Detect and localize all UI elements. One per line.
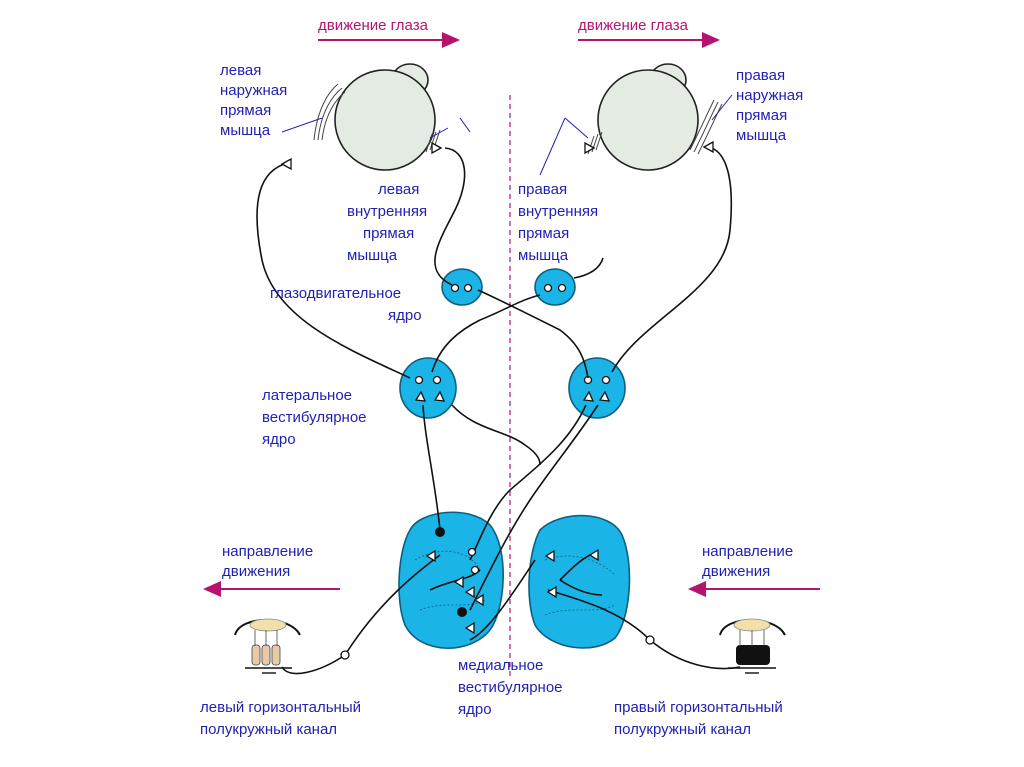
movement-direction-label-right-2: движения bbox=[702, 563, 770, 580]
svg-text:латеральное: латеральное bbox=[262, 387, 352, 404]
eye-movement-label-left: движение глаза bbox=[318, 17, 429, 34]
label-left-canal: левый горизонтальный полукружный канал bbox=[200, 699, 361, 738]
movement-direction-label-left-1: направление bbox=[222, 543, 313, 560]
eye-movement-arrow-right: движение глаза bbox=[578, 17, 720, 48]
pointer-right-medial bbox=[539, 117, 566, 176]
lateral-vestibular-nucleus-right bbox=[568, 357, 626, 419]
label-lateral-vestibular-nucleus: латеральное вестибулярное ядро bbox=[262, 387, 367, 448]
svg-text:левая: левая bbox=[378, 181, 419, 198]
svg-text:медиальное: медиальное bbox=[458, 657, 543, 674]
label-right-medial-rectus: правая внутренняя прямая мышца bbox=[518, 181, 598, 264]
medial-vestibular-nucleus-right bbox=[528, 514, 631, 649]
label-oculomotor-nucleus: глазодвигательное ядро bbox=[270, 285, 422, 324]
oculomotor-nucleus-left bbox=[441, 268, 483, 306]
label-left-lateral-rectus: левая наружная прямая мышца bbox=[220, 62, 287, 139]
svg-text:мышца: мышца bbox=[220, 122, 271, 139]
svg-text:полукружный канал: полукружный канал bbox=[200, 721, 337, 738]
eye-movement-label-right: движение глаза bbox=[578, 17, 689, 34]
svg-text:мышца: мышца bbox=[518, 247, 569, 264]
svg-text:внутренняя: внутренняя bbox=[518, 203, 598, 220]
synapse-markers bbox=[280, 140, 714, 660]
svg-text:мышца: мышца bbox=[347, 247, 398, 264]
svg-text:прямая: прямая bbox=[220, 102, 271, 119]
label-left-medial-rectus: левая внутренняя прямая мышца bbox=[347, 181, 427, 264]
pointer-left-medial-1 bbox=[429, 127, 449, 139]
left-eye bbox=[313, 63, 441, 171]
svg-text:ядро: ядро bbox=[458, 701, 492, 718]
eye-movement-arrow-left: движение глаза bbox=[318, 17, 460, 48]
svg-text:вестибулярное: вестибулярное bbox=[262, 409, 367, 426]
svg-text:левая: левая bbox=[220, 62, 261, 79]
right-eye bbox=[587, 63, 723, 171]
movement-direction-arrow-left: направление движения bbox=[203, 543, 340, 597]
medial-vestibular-nucleus-left bbox=[398, 511, 504, 649]
label-right-canal: правый горизонтальный полукружный канал bbox=[614, 699, 783, 738]
pointer-left-lateral bbox=[281, 117, 323, 133]
oculomotor-nucleus-right bbox=[534, 268, 576, 306]
label-medial-vestibular-nucleus: медиальное вестибулярное ядро bbox=[458, 657, 563, 718]
left-hair-cell-icon bbox=[234, 618, 301, 674]
movement-direction-label-left-2: движения bbox=[222, 563, 290, 580]
svg-text:глазодвигательное: глазодвигательное bbox=[270, 285, 401, 302]
pointer-right-lateral bbox=[711, 94, 733, 121]
svg-text:мышца: мышца bbox=[736, 127, 787, 144]
pointer-left-medial-2 bbox=[459, 117, 471, 133]
svg-text:прямая: прямая bbox=[518, 225, 569, 242]
svg-text:ядро: ядро bbox=[388, 307, 422, 324]
svg-text:вестибулярное: вестибулярное bbox=[458, 679, 563, 696]
lateral-vestibular-nucleus-left bbox=[399, 357, 457, 419]
svg-text:внутренняя: внутренняя bbox=[347, 203, 427, 220]
svg-text:наружная: наружная bbox=[736, 87, 803, 104]
svg-text:прямая: прямая bbox=[363, 225, 414, 242]
svg-text:полукружный канал: полукружный канал bbox=[614, 721, 751, 738]
movement-direction-arrow-right: направление движения bbox=[688, 543, 820, 597]
svg-text:правый горизонтальный: правый горизонтальный bbox=[614, 699, 783, 716]
svg-text:правая: правая bbox=[518, 181, 567, 198]
right-hair-cell-icon bbox=[719, 618, 786, 674]
svg-text:правая: правая bbox=[736, 67, 785, 84]
svg-text:прямая: прямая bbox=[736, 107, 787, 124]
svg-text:ядро: ядро bbox=[262, 431, 296, 448]
movement-direction-label-right-1: направление bbox=[702, 543, 793, 560]
svg-text:наружная: наружная bbox=[220, 82, 287, 99]
svg-text:левый горизонтальный: левый горизонтальный bbox=[200, 699, 361, 716]
label-right-lateral-rectus: правая наружная прямая мышца bbox=[736, 67, 803, 144]
